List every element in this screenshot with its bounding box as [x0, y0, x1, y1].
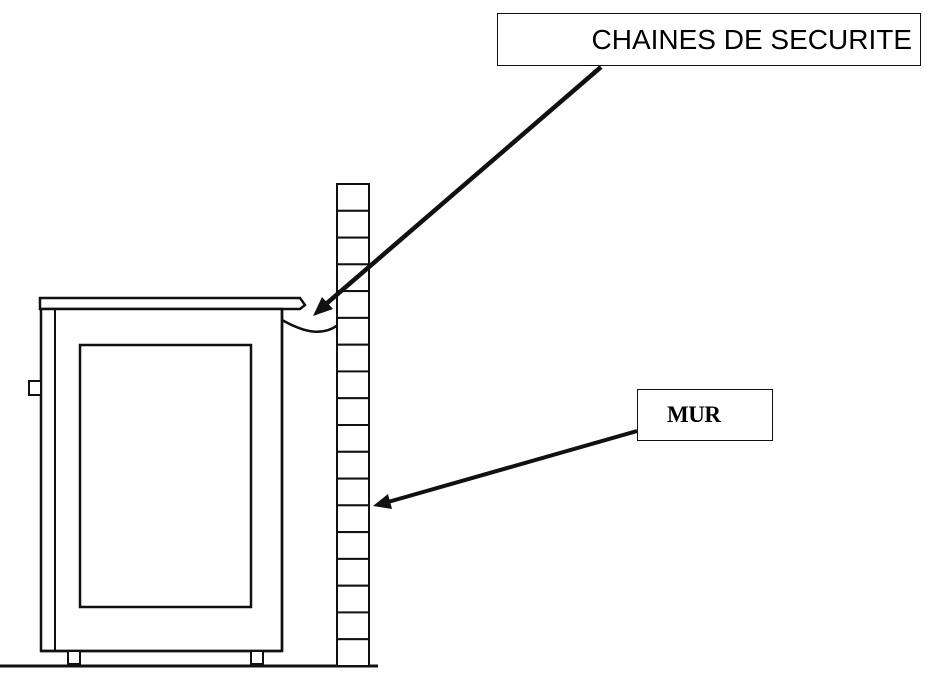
- wall-brick: [336, 584, 370, 614]
- safety-chain: [281, 318, 339, 333]
- wall-brick: [336, 290, 370, 319]
- wall-brick: [336, 638, 370, 668]
- door-handle: [28, 380, 42, 396]
- wall-brick: [336, 557, 370, 587]
- wall-brick: [336, 424, 370, 453]
- label-wall-text: MUR: [667, 402, 721, 427]
- wall-brick: [336, 450, 370, 480]
- wall-brick: [336, 209, 370, 239]
- wall-brick: [336, 236, 370, 266]
- wall-brick: [336, 370, 370, 400]
- label-wall: MUR: [637, 389, 773, 441]
- door-window: [78, 343, 253, 609]
- wall-brick: [336, 477, 370, 507]
- wall-brick: [336, 343, 370, 373]
- wall-brick: [336, 611, 370, 641]
- arrow-to-wall: [373, 429, 638, 509]
- label-safety-chains-text: CHAINES DE SECURITE: [591, 23, 913, 55]
- wall-brick: [336, 397, 370, 427]
- appliance-foot-left: [67, 650, 81, 665]
- wall: [336, 183, 370, 668]
- label-safety-chains: CHAINES DE SECURITE: [497, 13, 921, 66]
- wall-brick: [336, 316, 370, 346]
- wall-brick: [336, 531, 370, 560]
- wall-brick: [336, 504, 370, 534]
- appliance-top: [38, 296, 307, 311]
- arrow-to-chain: [313, 65, 603, 316]
- wall-brick: [336, 183, 370, 212]
- appliance-foot-right: [250, 650, 264, 665]
- appliance: [28, 296, 307, 665]
